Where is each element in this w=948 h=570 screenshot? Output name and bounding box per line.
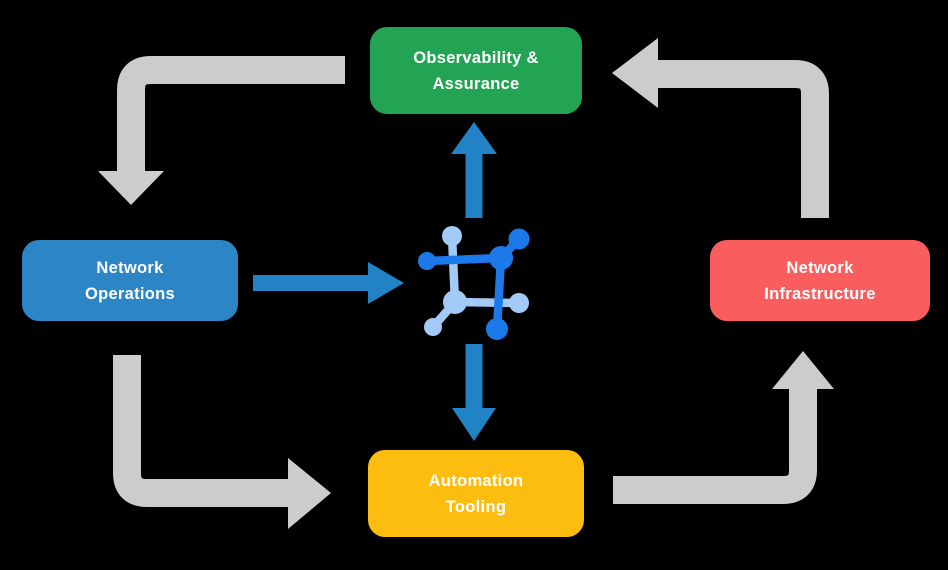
network-automation-icon	[418, 226, 530, 340]
arrow-infrastructure-to-observability	[658, 60, 829, 218]
node-automation-tooling: Automation Tooling	[368, 450, 584, 537]
arrow-observability-to-operations	[117, 56, 345, 172]
node-network-operations: Network Operations	[22, 240, 238, 321]
arrowhead-down-to-automation	[452, 408, 496, 441]
node-label-line: Automation	[428, 471, 524, 490]
arrow-operations-to-automation	[113, 355, 289, 507]
node-label-line: Operations	[84, 284, 176, 303]
node-label: Network Operations	[45, 255, 215, 307]
icon-primary-group	[418, 228, 530, 340]
cycle-arrow-heads	[98, 38, 834, 529]
icon-node	[442, 226, 462, 246]
node-label: Automation Tooling	[391, 468, 561, 520]
node-label-line: Observability &	[413, 48, 539, 67]
flow-arrow-heads	[368, 122, 497, 441]
arrow-automation-to-infrastructure	[613, 389, 817, 504]
arrowhead-up-to-observability	[451, 122, 497, 154]
arrowhead-right-to-center-icon	[368, 262, 404, 304]
icon-node	[489, 246, 513, 270]
node-label-line: Infrastructure	[764, 284, 876, 303]
node-network-infrastructure: Network Infrastructure	[710, 240, 930, 321]
icon-node	[508, 228, 530, 250]
node-label: Network Infrastructure	[735, 255, 905, 307]
arrowhead-left-to-observability	[612, 38, 658, 108]
node-observability-assurance: Observability & Assurance	[370, 27, 582, 114]
arrowhead-down-to-operations	[98, 171, 164, 205]
node-label-line: Tooling	[445, 497, 507, 516]
icon-node	[443, 290, 467, 314]
cycle-arrow-shafts	[113, 56, 829, 507]
arrowhead-right-to-automation	[288, 458, 331, 529]
node-label-line: Network	[96, 258, 164, 277]
flow-arrow-shafts	[253, 153, 483, 410]
node-label-line: Assurance	[432, 74, 520, 93]
icon-node	[424, 318, 442, 336]
icon-node	[418, 252, 436, 270]
arrowhead-up-to-infrastructure	[772, 351, 834, 389]
icon-node	[486, 318, 508, 340]
node-label: Observability & Assurance	[391, 45, 561, 97]
icon-node	[509, 293, 529, 313]
node-label-line: Network	[786, 258, 854, 277]
